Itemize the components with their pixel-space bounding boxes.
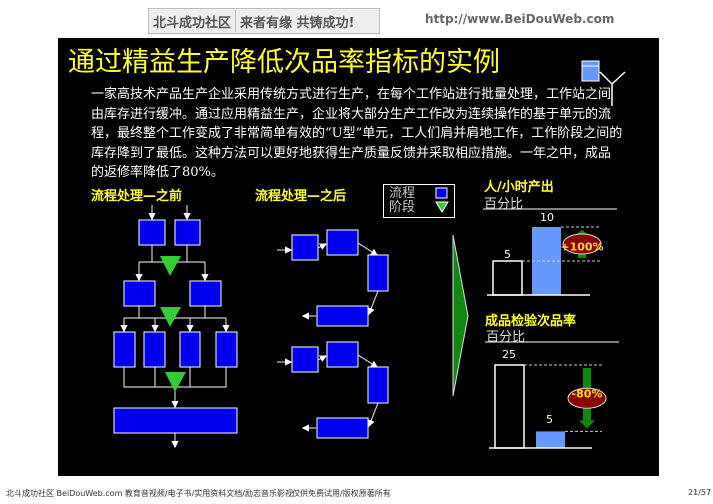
chart1-change-badge-bg <box>562 233 602 255</box>
chart1-change-badge: +100% <box>560 240 604 254</box>
footer-left: 北斗成功社区 BeiDouWeb.com 教育音视频/电子书/实用资料文档/励志… <box>6 489 293 498</box>
site-url[interactable]: http://www.BeiDouWeb.com <box>425 12 615 26</box>
before-label: 流程处理—之前 <box>91 189 183 204</box>
after-u-cell-2 <box>277 342 388 438</box>
site-name: 北斗成功社区 <box>153 15 232 31</box>
chart1-bar-before <box>492 260 523 296</box>
chart2-bar-before <box>494 364 525 449</box>
after-label: 流程处理—之后 <box>255 189 347 204</box>
chart2-bar-after <box>536 431 565 448</box>
footer-middle: 仅供免费试用/版权原著所有 <box>292 489 391 498</box>
before-process-boxes <box>113 219 238 434</box>
legend: 流程 阶段 <box>383 184 455 218</box>
site-banner: 北斗成功社区 来者有缘 共铸成功! <box>148 8 380 34</box>
chart2-change-badge: -80% <box>571 387 603 401</box>
chart2-change-badge-bg <box>567 387 607 409</box>
chart2-title: 成品检验次品率 <box>485 314 577 329</box>
site-slogan: 来者有缘 共铸成功! <box>240 15 355 31</box>
transition-chevron-icon <box>452 234 469 397</box>
legend-process-icon <box>435 187 448 199</box>
chart2-before-value: 25 <box>502 348 516 361</box>
flow-logo-icon <box>581 60 626 106</box>
page-number: 21/57 <box>688 488 712 497</box>
legend-stage: 阶段 <box>389 200 416 215</box>
legend-process: 流程 <box>389 186 416 201</box>
chart1-title: 人/小时产出 <box>484 180 554 195</box>
legend-stage-icon <box>435 201 449 213</box>
chart1-unit: 百分比 <box>484 197 524 212</box>
before-stage-triangles <box>160 256 186 392</box>
slide-paragraph: 一家高技术产品生产企业采用传统方式进行生产，在每个工作站进行批量处理，工作站之间… <box>91 87 623 180</box>
chart1-after-value: 10 <box>540 211 554 224</box>
after-u-cell-1 <box>277 229 389 327</box>
chart2-after-value: 5 <box>546 413 553 426</box>
slide-title: 通过精益生产降低次品率指标的实例 <box>68 47 500 78</box>
chart1-before-value: 5 <box>504 248 511 261</box>
chart2-unit: 百分比 <box>486 330 526 345</box>
charts <box>483 208 619 449</box>
chart1-bar-after <box>532 227 561 295</box>
